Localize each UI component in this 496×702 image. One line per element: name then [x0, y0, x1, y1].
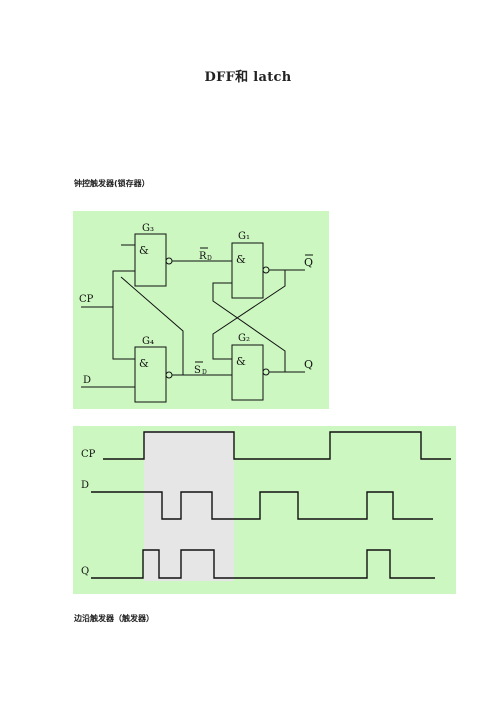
label-g2: G₂ — [238, 333, 250, 344]
circuit-svg: & & & & G₃ G₁ G₄ G₂ R D S D Q Q CP D — [79, 223, 313, 403]
gate-g1-symbol: & — [236, 253, 246, 266]
gate-g1-body — [231, 242, 264, 299]
gate-g3-symbol: & — [139, 244, 149, 257]
wire-g4-feedback — [120, 276, 184, 375]
d-waveform — [91, 491, 433, 520]
label-rd: R — [199, 251, 207, 262]
cp-high-highlight — [144, 431, 234, 581]
timing-label-cp: CP — [81, 449, 96, 460]
section-heading-latch: 钟控触发器(锁存器） — [74, 179, 150, 188]
label-sd-sub: D — [202, 369, 207, 376]
gate-g4-body — [134, 346, 167, 403]
timing-svg: CP D Q — [81, 431, 451, 581]
latch-circuit-diagram: & & & & G₃ G₁ G₄ G₂ R D S D Q Q CP D — [73, 211, 329, 409]
label-g4: G₄ — [142, 336, 154, 347]
gate-g3-body — [134, 233, 167, 287]
label-g3: G₃ — [142, 223, 154, 234]
label-g1: G₁ — [238, 231, 250, 242]
timing-label-q: Q — [81, 566, 89, 577]
q-waveform — [91, 549, 435, 579]
label-cp: CP — [79, 294, 94, 305]
wire-cp — [81, 270, 135, 308]
gate-g2-body — [231, 344, 264, 401]
wire-cross-1 — [212, 270, 286, 360]
gate-g2-symbol: & — [236, 355, 246, 368]
bubble-g2 — [262, 368, 270, 376]
label-qbar: Q — [304, 256, 313, 269]
label-rd-sub: D — [207, 255, 212, 262]
label-d: D — [83, 375, 91, 386]
bubble-g4 — [165, 371, 173, 379]
wire-cross-2 — [212, 282, 286, 372]
timing-diagram: CP D Q — [73, 426, 456, 594]
section-heading-edge-trigger: 边沿触发器（触发器） — [74, 614, 154, 623]
timing-label-d: D — [81, 480, 89, 491]
label-q: Q — [304, 358, 313, 371]
bubble-g1 — [262, 266, 270, 274]
gate-g4-symbol: & — [139, 357, 149, 370]
cp-waveform — [103, 431, 451, 460]
label-sd: S — [194, 365, 201, 376]
document-title: DFF和 latch — [204, 70, 292, 85]
bubble-g3 — [165, 257, 173, 265]
wire-cp-to-g4 — [112, 307, 135, 360]
